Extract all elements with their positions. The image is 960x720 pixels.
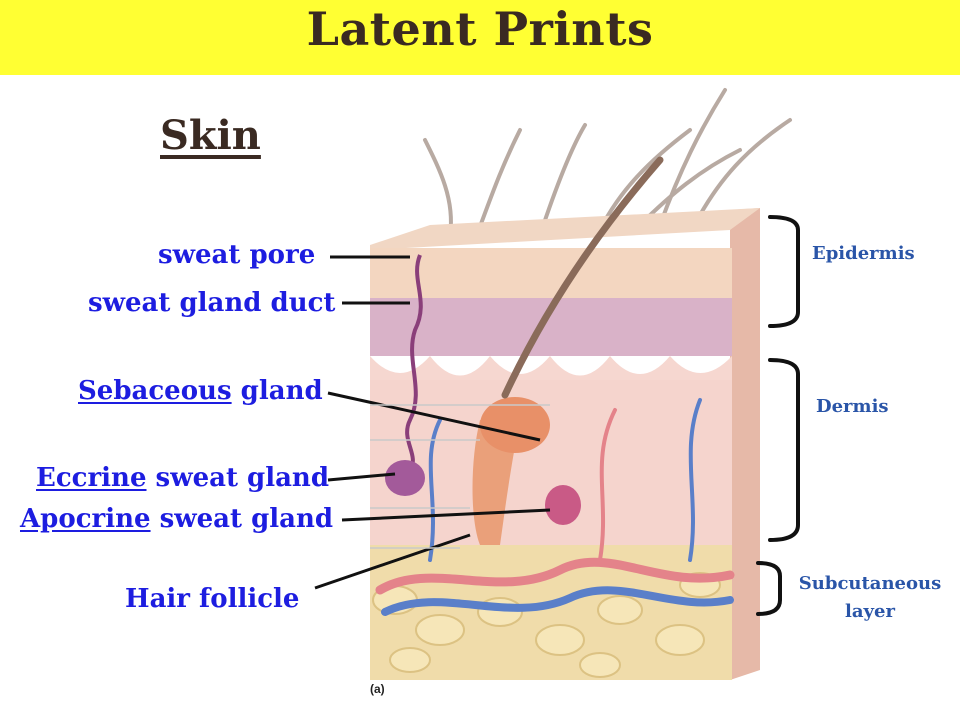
label-apocrine-rest: sweat gland — [150, 504, 334, 534]
guide-lines — [370, 404, 550, 549]
label-sweat-pore: sweat pore — [158, 240, 316, 270]
skin-surface — [370, 208, 760, 250]
layer-label-subcutaneous-line1: Subcutaneous — [798, 573, 942, 594]
diagram-subtitle: Skin — [160, 112, 261, 159]
label-sebaceous-rest: gland — [231, 376, 323, 406]
block-side-face — [730, 208, 760, 680]
blood-vessels — [375, 398, 735, 616]
main-hair-shaft — [501, 156, 664, 399]
page-title: Latent Prints — [306, 2, 654, 56]
layer-label-dermis: Dermis — [816, 396, 889, 417]
label-apocrine-sweat-gland: Apocrine sweat gland — [20, 504, 333, 534]
figure-tag: (a) — [370, 682, 385, 696]
label-eccrine-sweat-gland: Eccrine sweat gland — [36, 463, 329, 493]
apocrine-gland-shape — [545, 485, 581, 525]
leader-lines — [314, 255, 551, 590]
layer-brackets — [756, 215, 800, 616]
label-sebaceous-gland: Sebaceous gland — [78, 376, 323, 406]
label-sweat-gland-duct: sweat gland duct — [88, 288, 336, 318]
label-apocrine-term: Apocrine — [20, 504, 151, 534]
layer-label-subcutaneous: Subcutaneous layer — [782, 570, 958, 626]
epidermis-layer — [370, 248, 732, 298]
eccrine-gland-shape — [385, 460, 425, 496]
layer-label-epidermis: Epidermis — [812, 243, 915, 264]
sweat-duct — [405, 254, 423, 472]
label-sebaceous-term: Sebaceous — [78, 376, 232, 406]
layer-label-subcutaneous-line2: layer — [845, 601, 895, 622]
title-banner — [0, 0, 960, 75]
label-eccrine-term: Eccrine — [36, 463, 147, 493]
label-hair-follicle: Hair follicle — [125, 584, 300, 614]
label-eccrine-rest: sweat gland — [146, 463, 330, 493]
